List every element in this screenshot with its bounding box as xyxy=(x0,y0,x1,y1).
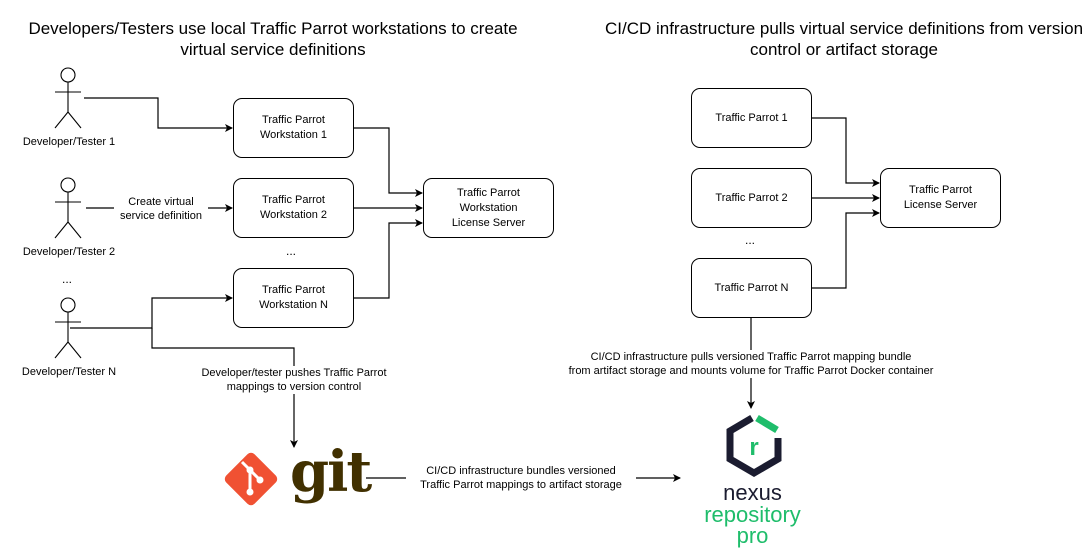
nexus-logo-letter: r xyxy=(749,434,758,461)
node-line: Traffic Parrot N xyxy=(714,281,789,294)
workstation-license-server-node[interactable]: Traffic Parrot Workstation License Serve… xyxy=(423,178,554,238)
node-line: Traffic Parrot 1 xyxy=(715,111,788,124)
actor-label: Developer/Tester N xyxy=(21,366,117,378)
nexus-word: nexus xyxy=(723,480,782,505)
right-section-title: CI/CD infrastructure pulls virtual servi… xyxy=(604,19,1084,59)
edge-tpN-ls xyxy=(812,209,880,289)
edge-wsN-ls xyxy=(354,219,423,299)
node-line: Traffic Parrot xyxy=(909,184,972,196)
actor-icon xyxy=(54,67,82,129)
edge-devN-git xyxy=(151,328,298,448)
actor-ellipsis: ... xyxy=(62,272,73,286)
node-line: Traffic Parrot 2 xyxy=(715,191,788,204)
traffic-parrot-n-node[interactable]: Traffic Parrot N xyxy=(691,258,812,318)
node-line: License Server xyxy=(903,199,978,211)
node-line: Workstation 1 xyxy=(259,129,328,141)
node-line: Workstation xyxy=(459,201,518,214)
actor-icon xyxy=(54,297,82,359)
label-line: CI/CD infrastructure bundles versioned xyxy=(426,465,616,477)
pro-word: pro xyxy=(736,523,769,548)
node-line: Traffic Parrot xyxy=(457,186,520,199)
actor-label: Developer/Tester 1 xyxy=(22,136,116,148)
git-diamond-icon xyxy=(224,452,278,506)
node-line: Traffic Parrot xyxy=(262,284,325,296)
node-line: Workstation 2 xyxy=(259,209,328,221)
workstation-ellipsis: ... xyxy=(286,244,297,258)
traffic-parrot-2-node[interactable]: Traffic Parrot 2 xyxy=(691,168,812,228)
label-line: CI/CD infrastructure pulls versioned Tra… xyxy=(590,351,912,363)
node-line: Traffic Parrot xyxy=(262,194,325,206)
push-to-version-control-label: Developer/tester pushes Traffic Parrot m… xyxy=(184,366,404,394)
create-virtual-service-label: Create virtual service definition xyxy=(114,195,208,223)
left-section-title: Developers/Testers use local Traffic Par… xyxy=(28,19,518,59)
traffic-parrot-1-node[interactable]: Traffic Parrot 1 xyxy=(691,88,812,148)
edge-dev1-ws1 xyxy=(84,97,233,132)
git-logo[interactable]: git xyxy=(220,442,372,510)
actor-label: Developer/Tester 2 xyxy=(22,246,116,258)
node-line: Workstation N xyxy=(259,299,328,311)
label-line: Developer/tester pushes Traffic Parrot xyxy=(201,367,387,379)
instance-ellipsis: ... xyxy=(745,233,756,247)
node-line: Traffic Parrot xyxy=(262,114,325,126)
node-line: License Server xyxy=(451,216,526,229)
bundle-to-artifact-storage-label: CI/CD infrastructure bundles versioned T… xyxy=(406,464,636,492)
label-line: from artifact storage and mounts volume … xyxy=(568,365,934,377)
git-wordmark: git xyxy=(290,439,372,505)
edge-devN-wsN xyxy=(70,294,233,329)
label-line: mappings to version control xyxy=(226,381,362,393)
label-line: Create virtual xyxy=(128,196,194,208)
edge-ws1-ls xyxy=(354,127,423,197)
pull-from-artifact-storage-label: CI/CD infrastructure pulls versioned Tra… xyxy=(546,350,956,378)
nexus-hexagon-icon: r xyxy=(726,414,782,478)
edge-tp1-ls xyxy=(812,117,880,187)
label-line: service definition xyxy=(120,210,202,222)
actor-icon xyxy=(54,177,82,239)
repository-word: repository xyxy=(704,502,801,527)
nexus-repository-logo[interactable]: r nexus repository pro xyxy=(690,414,820,554)
label-line: Traffic Parrot mappings to artifact stor… xyxy=(420,479,622,491)
